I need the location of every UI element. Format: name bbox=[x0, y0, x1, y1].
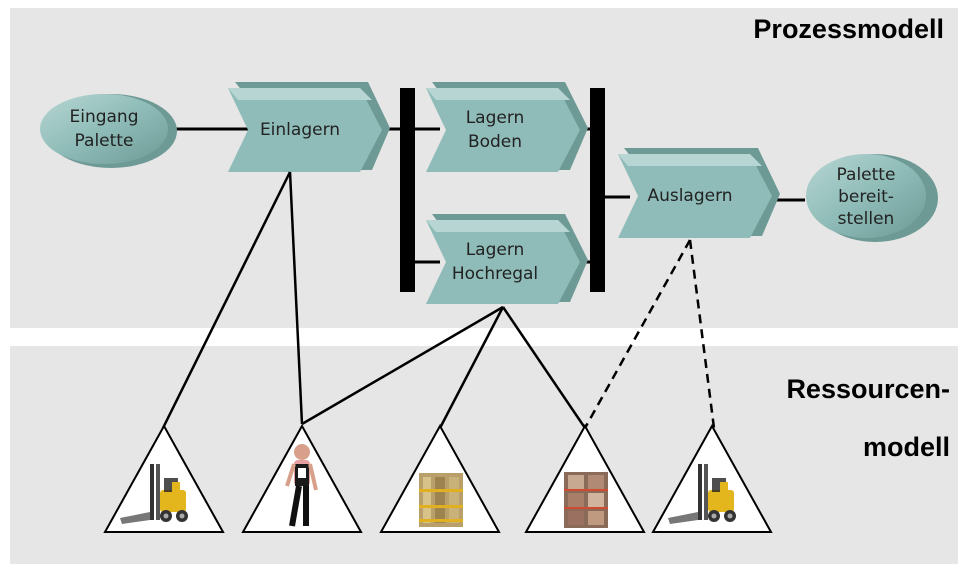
title-prozessmodell: Prozessmodell bbox=[753, 14, 944, 44]
title-ressourcenmodell-line2: modell bbox=[862, 432, 950, 462]
worker-icon bbox=[285, 444, 318, 527]
node-eingang-palette bbox=[40, 94, 177, 168]
forklift-icon bbox=[120, 464, 188, 524]
title-ressourcenmodell-line1: Ressourcen- bbox=[786, 374, 950, 404]
link-einlagern-forklift bbox=[161, 171, 292, 429]
link-hochregal-worker bbox=[301, 305, 504, 426]
link-hochregal-pallet-rack bbox=[501, 306, 587, 429]
link-auslagern-forklift bbox=[688, 239, 716, 429]
node-palette-bereitstellen bbox=[806, 154, 938, 242]
node-auslagern bbox=[618, 148, 780, 238]
label-palette-bereitstellen: Palette bereit- stellen bbox=[836, 165, 896, 229]
label-lagern-hochregal: Lagern Hochregal bbox=[451, 240, 539, 284]
link-einlagern-worker bbox=[288, 171, 304, 425]
forklift-icon bbox=[668, 464, 736, 524]
label-lagern-boden: Lagern Boden bbox=[465, 108, 525, 152]
resource-links-solid bbox=[161, 171, 587, 429]
node-einlagern bbox=[228, 82, 390, 172]
label-einlagern: Einlagern bbox=[259, 120, 341, 140]
node-lagern-boden bbox=[426, 82, 588, 172]
pallet-rack-icon bbox=[564, 472, 608, 528]
link-auslagern-pallet-rack bbox=[583, 239, 692, 429]
link-hochregal-shelf bbox=[438, 306, 505, 429]
shelf-rack-icon bbox=[419, 473, 463, 527]
label-eingang-palette: Eingang Palette bbox=[69, 107, 139, 151]
join-bar bbox=[590, 88, 605, 292]
split-bar bbox=[400, 88, 415, 292]
resource-links-dashed bbox=[583, 239, 716, 429]
node-lagern-hochregal bbox=[426, 214, 588, 304]
label-auslagern: Auslagern bbox=[647, 186, 733, 206]
